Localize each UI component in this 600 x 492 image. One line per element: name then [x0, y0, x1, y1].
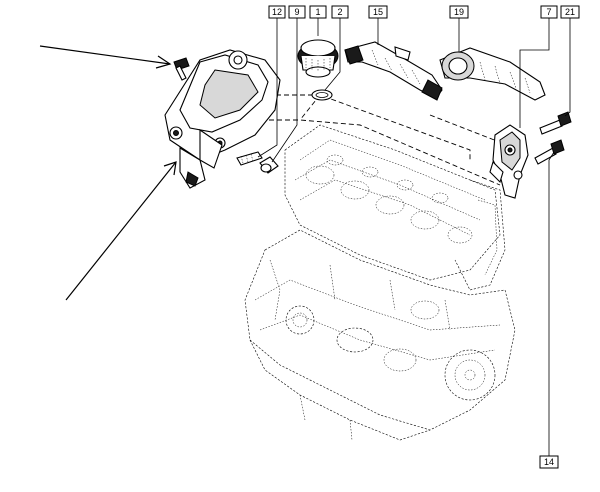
- callout-9: 9: [288, 5, 306, 19]
- callout-7: 7: [540, 5, 558, 19]
- callout-label: 9: [294, 7, 299, 17]
- leader-lines: [257, 18, 571, 456]
- callout-label: 14: [544, 457, 554, 467]
- bracket-part: [489, 124, 529, 199]
- callout-label: 21: [565, 7, 575, 17]
- callout-label: 2: [337, 7, 342, 17]
- callout-21: 21: [560, 5, 580, 19]
- callout-2: 2: [331, 5, 349, 19]
- annotation-arrow-bottom: [65, 161, 177, 301]
- callout-15: 15: [368, 5, 388, 19]
- callout-14: 14: [539, 455, 559, 469]
- thermostat-housing: [164, 49, 281, 189]
- stud-part: [236, 151, 263, 166]
- bolt-part-upper: [539, 111, 572, 135]
- callout-12: 12: [268, 5, 286, 19]
- callout-1: 1: [309, 5, 327, 19]
- bolt-part-lower: [534, 139, 565, 165]
- callout-label: 19: [454, 7, 464, 17]
- pipe-part: [439, 47, 546, 101]
- callout-19: 19: [449, 5, 469, 19]
- engine-block-outline: [205, 94, 521, 441]
- annotation-arrow-top: [39, 45, 172, 69]
- sleeve-part: [259, 156, 279, 174]
- bolt-part: [173, 57, 190, 81]
- callout-label: 15: [373, 7, 383, 17]
- o-ring-part: [311, 89, 333, 101]
- callout-label: 7: [546, 7, 551, 17]
- filler-cap-part: [297, 39, 339, 78]
- callout-label: 12: [272, 7, 282, 17]
- hose-part: [344, 41, 443, 101]
- callout-label: 1: [315, 7, 320, 17]
